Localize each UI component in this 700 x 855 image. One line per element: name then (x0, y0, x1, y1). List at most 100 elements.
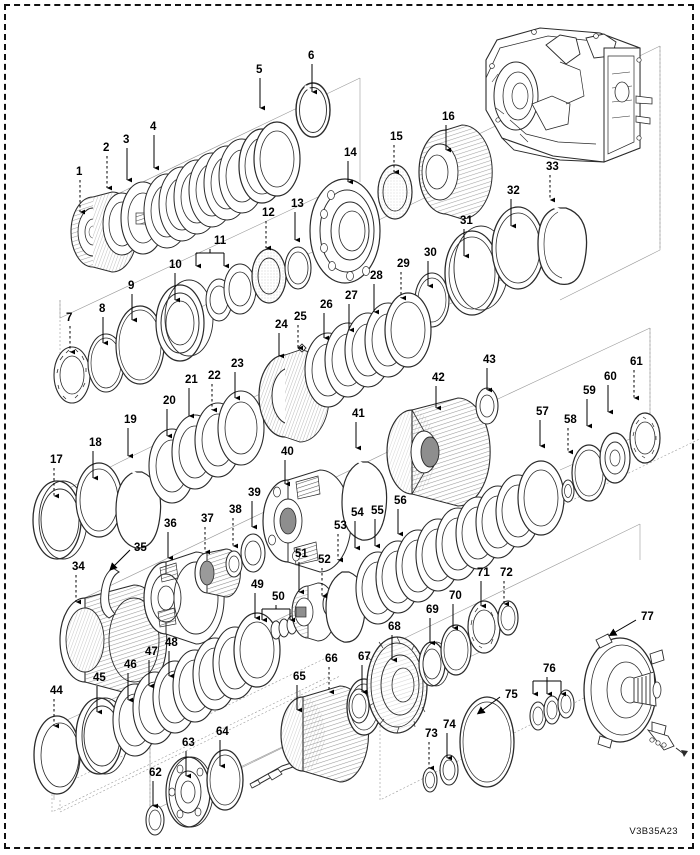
callout-number-20: 20 (163, 395, 176, 407)
callout-number-2: 2 (103, 142, 110, 154)
part-61-toothed-washer (629, 412, 661, 464)
part-40-planetary-gear-carrier (262, 469, 352, 573)
part-28-backing-plate (384, 292, 432, 368)
callout-number-51: 51 (295, 548, 308, 560)
callout-number-12: 12 (262, 207, 275, 219)
callout-number-56: 56 (394, 495, 407, 507)
callout-number-24: 24 (275, 319, 288, 331)
part-14-oil-pump-hub (309, 178, 381, 284)
part-24-splined-drum (258, 349, 330, 443)
part-33-snap-ring (537, 204, 588, 286)
diagram-code: V3B35A23 (629, 826, 678, 837)
part-12-needle-bearing (251, 248, 287, 304)
callout-number-65: 65 (293, 671, 306, 683)
callout-number-5: 5 (256, 64, 263, 76)
callout-number-61: 61 (630, 356, 643, 368)
callout-number-3: 3 (123, 134, 130, 146)
callout-number-76: 76 (543, 663, 556, 675)
callout-number-71: 71 (477, 567, 490, 579)
part-58-snap-ring-small (561, 479, 575, 503)
callout-number-31: 31 (460, 215, 473, 227)
callout-number-22: 22 (208, 370, 221, 382)
callout-number-29: 29 (397, 258, 410, 270)
callout-number-39: 39 (248, 487, 261, 499)
callout-number-37: 37 (201, 513, 214, 525)
callout-number-47: 47 (145, 646, 158, 658)
part-8-seal-ring (87, 333, 125, 393)
part-73-o-ring-small (422, 767, 438, 793)
callout-number-36: 36 (164, 518, 177, 530)
part-23-clutch-plate (217, 390, 265, 466)
callout-number-10: 10 (169, 259, 182, 271)
callout-number-72: 72 (500, 567, 513, 579)
part-10-bearing-race (155, 279, 214, 362)
part-32-seal-ring (491, 206, 545, 290)
callout-number-66: 66 (325, 653, 338, 665)
part-42-sun-gear-drum (386, 397, 491, 507)
part-41-snap-ring (341, 458, 388, 541)
callout-number-70: 70 (449, 590, 462, 602)
callout-number-48: 48 (165, 637, 178, 649)
part-15-bearing-ring (377, 164, 413, 220)
callout-number-26: 26 (320, 299, 333, 311)
part-39-thrust-washer (240, 533, 266, 573)
part-63-output-flange (165, 756, 214, 828)
callout-number-49: 49 (251, 579, 264, 591)
callout-number-6: 6 (308, 50, 315, 62)
callout-number-54: 54 (351, 507, 364, 519)
callout-number-64: 64 (216, 726, 229, 738)
callout-number-69: 69 (426, 604, 439, 616)
callout-number-43: 43 (483, 354, 496, 366)
callout-number-46: 46 (124, 659, 137, 671)
part-43-thrust-washer (475, 387, 499, 425)
callout-number-53: 53 (334, 520, 347, 532)
part-5-backing-plate (238, 121, 301, 204)
callout-number-52: 52 (318, 554, 331, 566)
part-36-planetary-carrier (143, 551, 225, 645)
callout-number-13: 13 (291, 198, 304, 210)
callout-number-30: 30 (424, 247, 437, 259)
part-16-drive-gear (418, 124, 493, 220)
callout-number-59: 59 (583, 385, 596, 397)
part-7-toothed-snap-ring (53, 346, 91, 404)
callout-number-77: 77 (641, 611, 654, 623)
callout-number-11: 11 (214, 235, 227, 247)
part-75-large-o-ring (459, 696, 515, 788)
callout-number-62: 62 (149, 767, 162, 779)
part-62-snap-ring-small (145, 804, 165, 836)
callout-number-75: 75 (505, 689, 518, 701)
callout-number-14: 14 (344, 147, 357, 159)
part-68-torque-converter-turbine (365, 636, 428, 734)
callout-number-38: 38 (229, 504, 242, 516)
callout-number-27: 27 (345, 290, 358, 302)
callout-number-21: 21 (185, 374, 198, 386)
part-74-thrust-washer (439, 754, 459, 786)
callout-number-68: 68 (388, 621, 401, 633)
callout-number-57: 57 (536, 406, 549, 418)
callout-number-19: 19 (124, 414, 137, 426)
callout-number-15: 15 (390, 131, 403, 143)
callout-number-28: 28 (370, 270, 383, 282)
callout-number-23: 23 (231, 358, 244, 370)
transmission-case-housing (485, 27, 653, 163)
callout-leader-77 (608, 619, 637, 637)
part-67-snap-ring (348, 688, 370, 724)
callout-number-44: 44 (50, 685, 63, 697)
callout-number-67: 67 (358, 651, 371, 663)
callout-leaders (53, 64, 640, 809)
callout-number-9: 9 (128, 280, 135, 292)
callout-number-35: 35 (134, 542, 147, 554)
part-72-snap-ring (497, 600, 519, 636)
part-49-backing-plate (233, 612, 281, 688)
callout-number-18: 18 (89, 437, 102, 449)
callout-number-34: 34 (72, 561, 85, 573)
callout-number-74: 74 (443, 719, 456, 731)
part-77-oil-pump-housing (583, 633, 688, 757)
part-45-seal-ring (75, 697, 129, 775)
callout-number-4: 4 (150, 121, 157, 133)
callout-number-25: 25 (294, 311, 307, 323)
callout-number-40: 40 (281, 446, 294, 458)
part-44-seal-ring (33, 715, 81, 795)
